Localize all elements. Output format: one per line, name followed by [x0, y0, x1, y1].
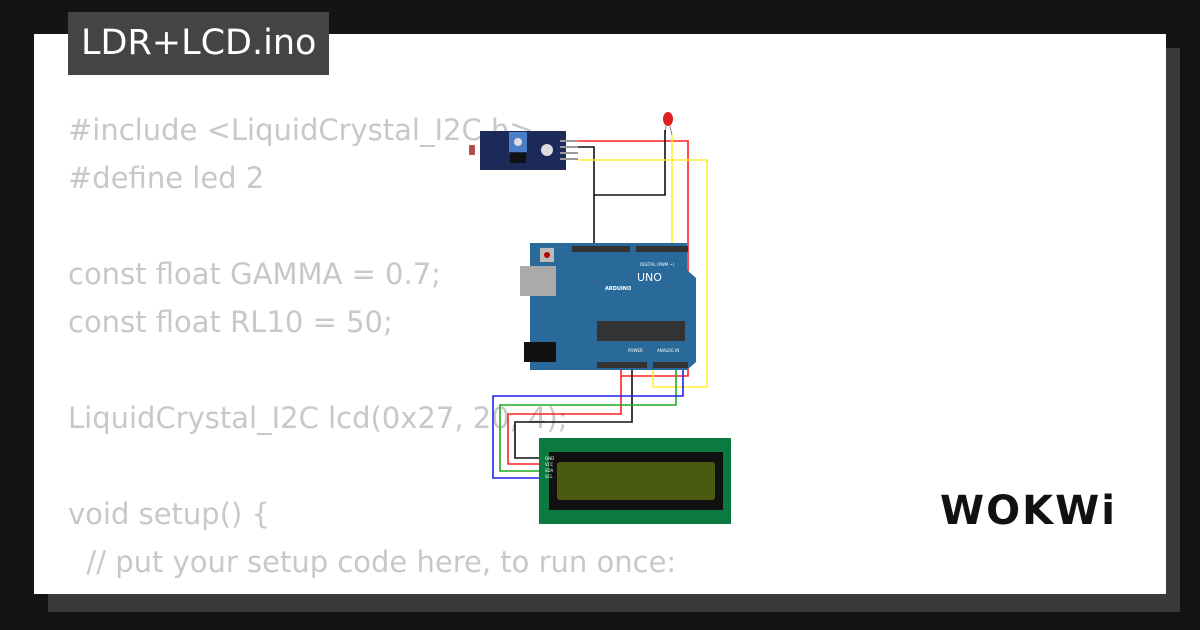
arduino-uno-board[interactable]: UNO ARDUINO DIGITAL (PWM ~) POWER ANALOG… [520, 243, 696, 370]
wire-red [578, 140, 689, 377]
code-line: pinMode(led, OUTPUT); [68, 586, 676, 594]
board-label: UNO [637, 271, 662, 284]
code-line: // put your setup code here, to run once… [68, 545, 677, 579]
code-line: void setup() { [68, 497, 270, 531]
wire-black-lcd [514, 366, 633, 459]
wire-green [499, 366, 677, 472]
code-line: const float RL10 = 50; [68, 305, 393, 339]
wire-yellow [578, 159, 708, 388]
code-line: LiquidCrystal_I2C lcd(0x27, 20, 4); [68, 401, 568, 435]
wires [492, 130, 708, 479]
wokwi-logo: WOKWi [940, 488, 1117, 534]
lcd-pin-sda: SDA [545, 468, 554, 473]
lcd-1602-i2c[interactable]: GND VCC SDA SCL [539, 438, 731, 524]
wire-red-lcd [507, 376, 622, 465]
lcd-pin-vcc: VCC [545, 462, 554, 467]
power-label: POWER [628, 348, 643, 353]
code-line: #define led 2 [68, 161, 265, 195]
code-line: #include <LiquidCrystal_I2C.h> [68, 113, 534, 147]
sketch-title: LDR+LCD.ino [68, 12, 330, 75]
lcd-pin-scl: SCL [545, 474, 553, 479]
ldr-sensor-module[interactable] [469, 131, 578, 170]
analog-label: ANALOG IN [657, 348, 679, 353]
lcd-pin-gnd: GND [545, 456, 554, 461]
digital-label: DIGITAL (PWM ~) [640, 262, 675, 267]
code-line: const float GAMMA = 0.7; [68, 257, 441, 291]
wire-black [578, 130, 666, 196]
code-preview: #include <LiquidCrystal_I2C.h> #define le… [68, 106, 676, 594]
wire-blue [492, 366, 684, 479]
board-brand: ARDUINO [605, 286, 631, 292]
